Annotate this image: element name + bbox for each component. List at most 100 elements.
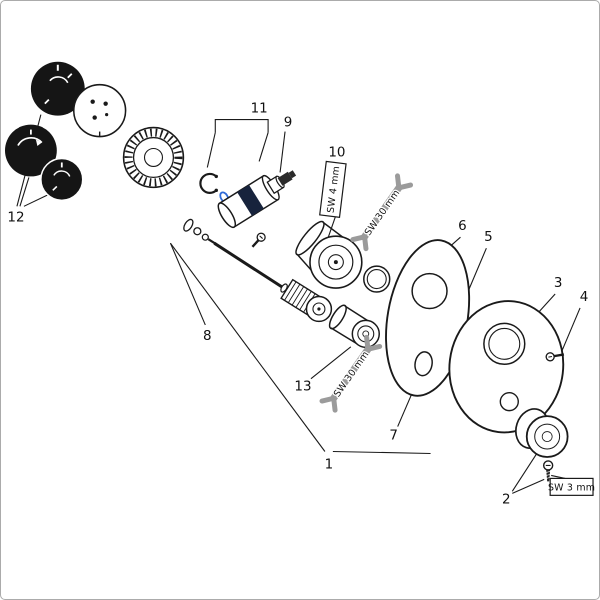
round-plate [448,300,565,434]
knob-tick [67,73,73,79]
leader-line [332,450,431,455]
clip-end [214,174,218,179]
leader-line [169,242,206,326]
wrench-jaws [319,334,383,413]
extension-sleeve-part-13 [328,304,380,349]
wrench-30mm-lower: SW 30 mm [319,334,383,413]
leader-line [23,193,50,207]
screw-slot [548,356,553,358]
part-number-6: 6 [458,219,467,234]
handle-knob [515,408,569,458]
cartridge-stem [277,171,293,186]
ring-inner [366,269,387,290]
knurled-sleeve [122,126,185,189]
leader-line [169,242,326,452]
screw-shaft [553,353,565,358]
wrench-30mm-upper: SW 30 mm [350,173,414,252]
part-number-7: 7 [389,429,398,444]
knob-arrow-mark [49,76,69,84]
housing-center [333,260,338,265]
cap-hole [92,115,97,120]
screw-slot [259,235,263,239]
handle-cap [72,83,127,138]
part-number-5: 5 [484,230,493,245]
round-plate-small-hole [499,391,519,412]
sleeve-inner [132,136,175,179]
wrench-bar [330,345,372,402]
part-number-2: 2 [502,492,511,507]
sleeve-knurl-texture [124,128,183,187]
leader-line [310,346,352,380]
part-number-4: 4 [580,290,589,305]
knob-tick [44,99,50,105]
spindle-assembly-part-8 [183,218,333,323]
wrench-bar [361,184,403,241]
small-nut [193,227,202,236]
cap-hole [105,113,109,117]
valve-housing [295,220,363,289]
sw3-callout: SW 3 mm [548,477,595,496]
screw-threads [546,471,551,479]
bushing-bore [312,302,326,316]
spindle-rod [213,241,283,289]
screw-shaft [251,239,260,248]
knob-arrow-head [35,139,42,147]
cap-hole [90,99,95,104]
part-number-13: 13 [294,380,311,395]
part-number-12: 12 [7,210,24,225]
grub-screw-part-2 [542,460,554,482]
leader-line [560,307,581,354]
leader-line [511,454,537,492]
cap-body [72,83,127,138]
part-number-3: 3 [554,276,563,291]
cap-hole [103,101,108,106]
part-numbers: 1 2 3 4 5 6 7 8 9 10 11 12 13 [7,102,588,508]
bracket-part-11 [214,119,269,133]
escutcheon-round-part-3 [448,300,565,434]
part-number-11: 11 [251,102,268,117]
leader-line [512,478,545,494]
washer [183,218,194,232]
round-plate-big-hole [483,322,526,366]
small-screw-head [201,233,209,241]
fixing-screw-part-4 [545,352,565,362]
leader-line [206,132,216,168]
oval-plate-small-hole-part-7 [414,351,433,377]
sw3-label: SW 3 mm [548,482,595,493]
part-number-9: 9 [284,116,293,131]
knob-ring [534,423,561,450]
retaining-ring [363,265,391,293]
cartridge-stem-tip [288,170,297,179]
cartridge-screw [251,232,266,248]
knob-arrow-mark [53,170,71,177]
housing-bore [327,254,344,271]
bushing-threads [284,281,320,315]
alternative-handles-part-12 [4,61,92,202]
clip-end [214,188,218,193]
leader-line [258,132,269,162]
cartridge-back [217,202,237,229]
cartridge-band [237,184,264,216]
oval-plate-big-hole [411,272,448,310]
bushing-center [317,307,321,311]
part-number-1: 1 [325,457,334,472]
sw4-box [319,160,347,218]
part-number-8: 8 [203,329,212,344]
round-plate-collar [488,327,521,360]
cartridge-part-9 [217,170,297,229]
knob-arrow-mark [17,137,43,146]
dark-knob-2 [4,124,57,177]
clip-arc [199,172,218,194]
wrench-jaws [350,173,414,252]
sw4-callout: SW 4 mm [319,160,347,218]
part-number-10: 10 [328,145,345,160]
knob-face [525,415,569,458]
leader-line [279,131,286,173]
knob-center [541,431,553,442]
knob-tick [52,185,58,191]
retaining-clip [199,172,218,194]
housing-bore-ring [318,244,354,280]
sw30-upper-label: SW 30 mm [363,188,403,238]
